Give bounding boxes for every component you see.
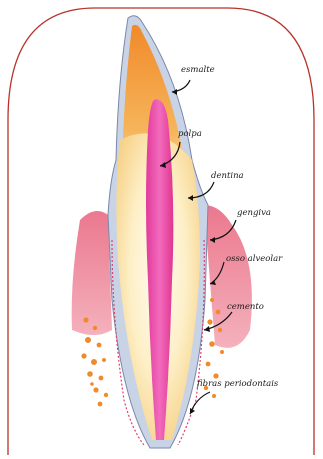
gingiva-right xyxy=(204,205,252,348)
label-esmalte: esmalte xyxy=(181,66,215,75)
label-fibras-periodontais: fibras periodontais xyxy=(197,380,278,389)
label-polpa: polpa xyxy=(178,130,202,139)
label-gengiva: gengiva xyxy=(237,209,271,218)
gingiva-left xyxy=(72,211,112,335)
label-osso-alveolar: osso alveolar xyxy=(226,255,282,264)
label-cemento: cemento xyxy=(227,303,264,312)
label-dentina: dentina xyxy=(211,172,244,181)
